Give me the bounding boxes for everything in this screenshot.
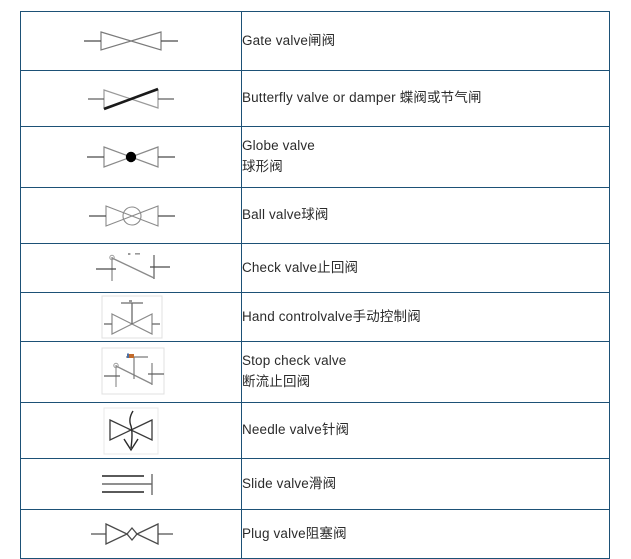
label-line: Hand controlvalve手动控制阀 — [242, 308, 421, 324]
table-row: Plug valve阻塞阀 — [20, 509, 610, 559]
table-row: Check valve止回阀 — [20, 243, 610, 293]
table-row: Stop check valve 断流止回阀 — [20, 341, 610, 403]
plug-valve-symbol — [21, 516, 241, 552]
label-line: Gate valve闸阀 — [242, 32, 336, 48]
label-cell: Gate valve闸阀 — [241, 11, 610, 71]
table-row: Butterfly valve or damper 蝶阀或节气闸 — [20, 70, 610, 127]
valve-symbol-table: Gate valve闸阀 — [20, 11, 610, 559]
label-line: 球形阀 — [242, 159, 283, 174]
label-cell: Butterfly valve or damper 蝶阀或节气闸 — [241, 70, 610, 127]
needle-valve-symbol — [21, 406, 241, 456]
label-cell: Needle valve针阀 — [241, 402, 610, 459]
globe-valve-symbol — [21, 138, 241, 176]
symbol-cell — [20, 341, 242, 403]
stop-check-valve-symbol — [21, 346, 241, 398]
label-line: Ball valve球阀 — [242, 207, 329, 223]
gate-valve-symbol — [21, 21, 241, 61]
label-cell: Ball valve球阀 — [241, 187, 610, 244]
hand-control-valve-symbol — [21, 294, 241, 340]
label-line: Stop check valve — [242, 353, 347, 369]
symbol-cell — [20, 509, 242, 559]
symbol-cell — [20, 292, 242, 342]
table-row: Hand controlvalve手动控制阀 — [20, 292, 610, 342]
butterfly-valve-symbol — [21, 80, 241, 118]
table-row: Needle valve针阀 — [20, 402, 610, 459]
valve-symbol-document: Gate valve闸阀 — [20, 11, 610, 559]
symbol-cell — [20, 70, 242, 127]
label-cell: Slide valve滑阀 — [241, 458, 610, 510]
symbol-cell — [20, 458, 242, 510]
label-cell: Hand controlvalve手动控制阀 — [241, 292, 610, 342]
slide-valve-symbol — [21, 467, 241, 501]
check-valve-symbol — [21, 248, 241, 288]
label-cell: Plug valve阻塞阀 — [241, 509, 610, 559]
symbol-cell — [20, 11, 242, 71]
symbol-cell — [20, 243, 242, 293]
label-line: Slide valve滑阀 — [242, 475, 337, 491]
label-line: Needle valve针阀 — [242, 422, 350, 438]
table-row: Slide valve滑阀 — [20, 458, 610, 510]
symbol-cell — [20, 402, 242, 459]
table-row: Globe valve 球形阀 — [20, 126, 610, 188]
label-line: Globe valve — [242, 138, 315, 154]
label-cell: Stop check valve 断流止回阀 — [241, 341, 610, 403]
ball-valve-symbol — [21, 197, 241, 235]
label-cell: Globe valve 球形阀 — [241, 126, 610, 188]
label-cell: Check valve止回阀 — [241, 243, 610, 293]
symbol-cell — [20, 187, 242, 244]
table-row: Gate valve闸阀 — [20, 11, 610, 71]
symbol-cell — [20, 126, 242, 188]
table-row: Ball valve球阀 — [20, 187, 610, 244]
label-line: Butterfly valve or damper 蝶阀或节气闸 — [242, 90, 482, 106]
label-line: Check valve止回阀 — [242, 259, 359, 275]
label-line: 断流止回阀 — [242, 374, 311, 389]
label-line: Plug valve阻塞阀 — [242, 525, 347, 541]
